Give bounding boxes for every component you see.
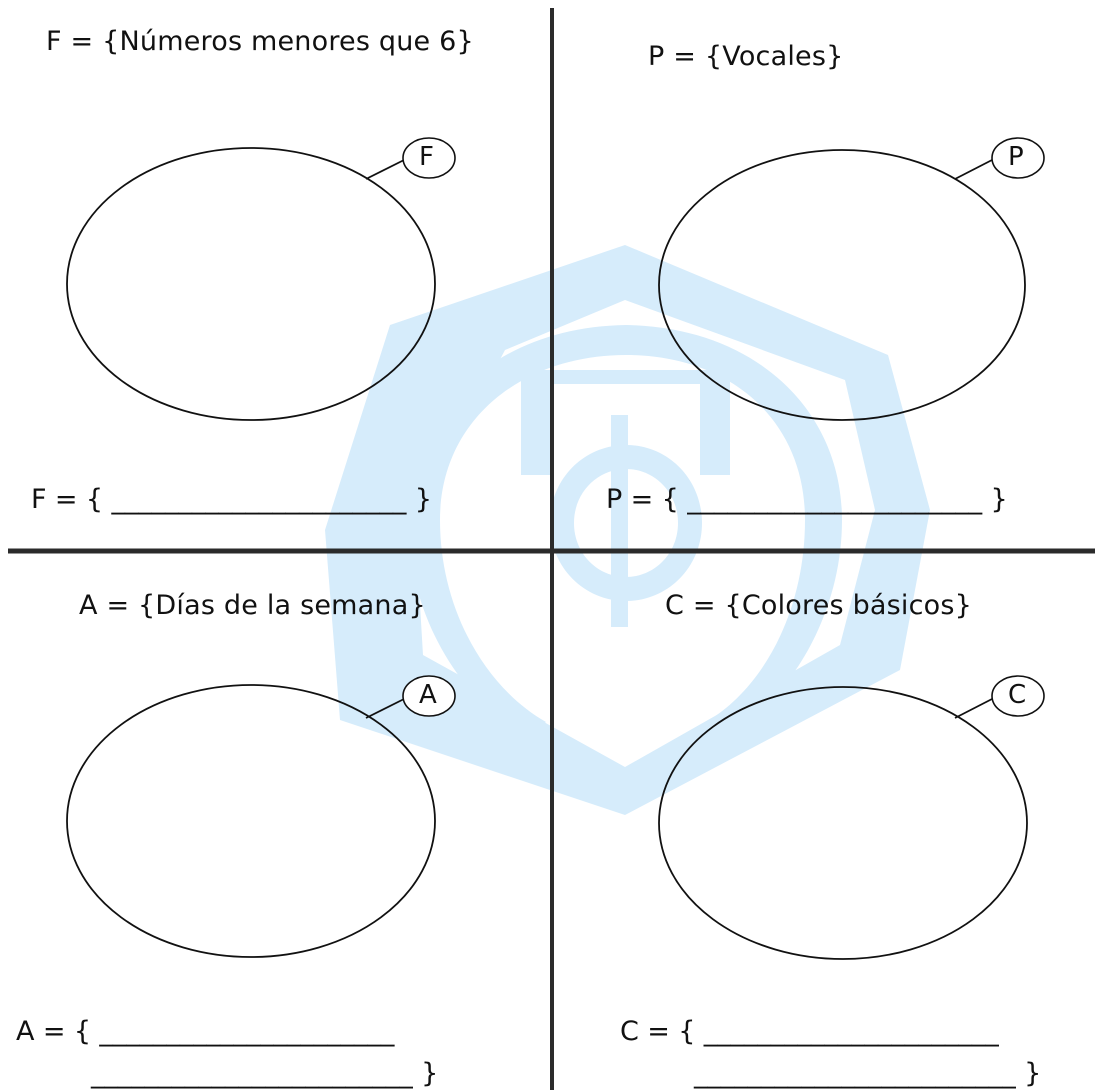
- set-c-answer-line-1[interactable]: C = { ______________________: [620, 1016, 999, 1047]
- set-p-label: P: [1008, 142, 1024, 172]
- set-c-ellipse: [658, 686, 1028, 960]
- set-f-ellipse: [66, 147, 436, 421]
- set-a-title: A = {Días de la semana}: [79, 590, 426, 621]
- set-a-label: A: [419, 680, 437, 710]
- set-p-title: P = {Vocales}: [648, 41, 844, 72]
- set-a-ellipse: [66, 684, 436, 958]
- set-a-label-circle: [402, 675, 456, 717]
- phi-shield-watermark-icon: [325, 245, 930, 815]
- set-f-label-circle: [402, 137, 456, 179]
- set-f-label: F: [419, 142, 435, 172]
- set-f-label-connector: [365, 159, 405, 180]
- set-a-label-connector: [365, 698, 405, 719]
- set-a-answer-line-1[interactable]: A = { ______________________: [16, 1016, 395, 1047]
- set-c-label-connector: [954, 698, 993, 719]
- set-c-answer-line-2[interactable]: ________________________ }: [694, 1058, 1042, 1089]
- set-p-answer-line[interactable]: P = { ______________________ }: [606, 484, 1008, 515]
- set-p-label-circle: [991, 137, 1045, 179]
- set-c-label: C: [1008, 680, 1027, 710]
- set-a-answer-line-2[interactable]: ________________________ }: [91, 1058, 439, 1089]
- set-p-label-connector: [954, 159, 993, 180]
- set-c-label-circle: [991, 675, 1045, 717]
- set-p-ellipse: [658, 149, 1026, 421]
- set-c-title: C = {Colores básicos}: [665, 590, 973, 621]
- set-f-title: F = {Números menores que 6}: [46, 26, 474, 57]
- set-f-answer-line[interactable]: F = { ______________________ }: [31, 484, 432, 515]
